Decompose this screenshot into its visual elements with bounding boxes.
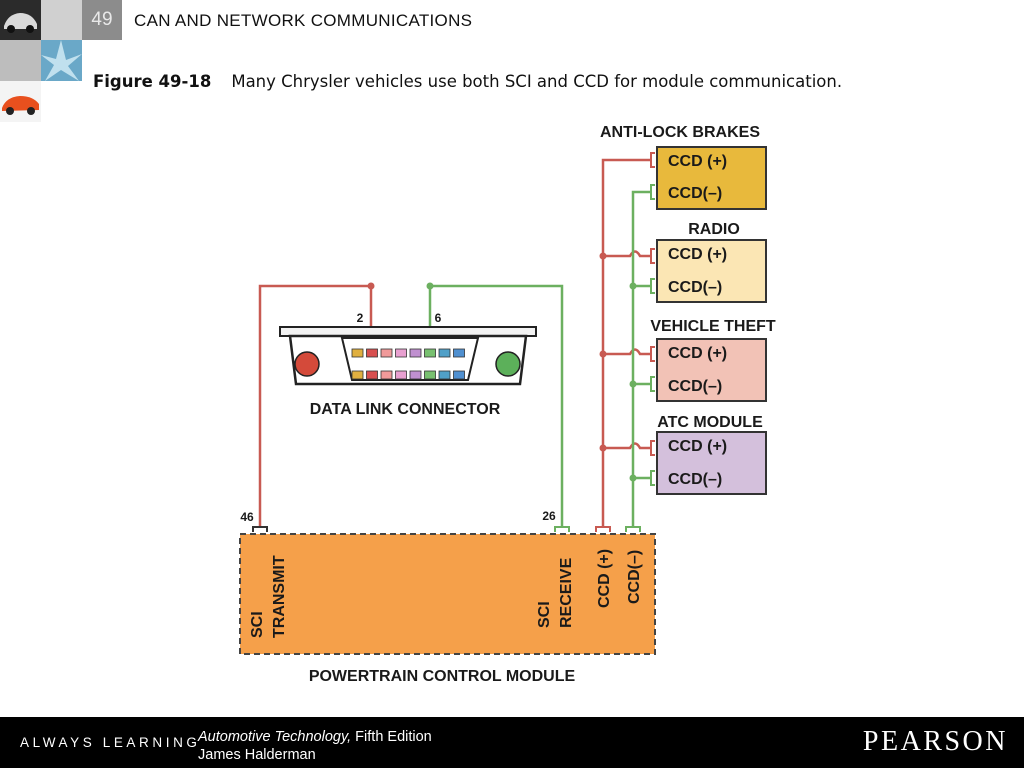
- thumbnail-tile-light: [41, 0, 82, 40]
- abs-pin-plus: CCD (+): [668, 153, 727, 170]
- module-terminals: [650, 152, 655, 456]
- always-learning-tagline: ALWAYS LEARNING: [20, 735, 201, 750]
- theft-pin-plus: CCD (+): [668, 345, 727, 362]
- data-link-connector: [279, 326, 537, 386]
- dlc-pin: [366, 370, 378, 380]
- radio-pin-minus: CCD(–): [668, 279, 722, 296]
- ccd-plus-splices: [599, 252, 607, 452]
- dlc-pin-2-label: 2: [357, 311, 364, 325]
- pcm-label: POWERTRAIN CONTROL MODULE: [309, 668, 576, 685]
- module-box-atc: [656, 431, 767, 495]
- dlc-pin: [453, 348, 465, 358]
- pcm-ccd-plus-label: CCD (+): [596, 549, 613, 608]
- module-title-theft: VEHICLE THEFT: [650, 318, 776, 335]
- module-title-radio: RADIO: [688, 221, 740, 238]
- dlc-pin: [366, 348, 378, 358]
- sci-transmit-splice: [367, 282, 375, 290]
- sci-receive-wire: [428, 284, 564, 528]
- dlc-pin: [380, 348, 393, 358]
- sci-transmit-label-line2: TRANSMIT: [271, 555, 288, 638]
- book-credit: Automotive Technology, Fifth Edition Jam…: [198, 728, 432, 764]
- sports-car-thumbnail-icon: [0, 81, 41, 122]
- figure-caption: Figure 49-18 Many Chrysler vehicles use b…: [93, 72, 842, 91]
- dlc-pin: [409, 348, 422, 358]
- chapter-thumbnails: [0, 0, 82, 122]
- pcm-terminals: [252, 526, 641, 532]
- ccd-minus-splices: [629, 282, 637, 482]
- chapter-title: CAN AND NETWORK COMMUNICATIONS: [134, 11, 473, 30]
- theft-pin-minus: CCD(–): [668, 378, 722, 395]
- sci-transmit-label-line1: SCI: [249, 611, 266, 638]
- module-title-abs: ANTI-LOCK BRAKES: [600, 124, 760, 141]
- thumbnail-tile-gray: [0, 40, 41, 81]
- pearson-logo: PEARSON: [862, 726, 1008, 757]
- dlc-pin-6-label: 6: [435, 311, 442, 325]
- dlc-pin: [438, 348, 451, 358]
- dlc-pin: [409, 370, 422, 380]
- thumbnail-tile-white: [41, 81, 82, 122]
- car-thumbnail-icon: [0, 0, 41, 40]
- radio-pin-plus: CCD (+): [668, 246, 727, 263]
- dlc-pin: [351, 370, 364, 380]
- sci-transmit-wire: [258, 284, 373, 528]
- wiring-diagram: ANTI-LOCK BRAKES RADIO VEHICLE THEFT ATC…: [239, 124, 776, 685]
- atc-pin-minus: CCD(–): [668, 471, 722, 488]
- figure-caption-text: Many Chrysler vehicles use both SCI and …: [231, 72, 843, 91]
- dlc-pin: [380, 370, 393, 380]
- sci-receive-splice: [426, 282, 434, 290]
- ccd-plus-bus-wire: [601, 158, 651, 528]
- dlc-pins: [351, 348, 465, 380]
- figure-label: Figure 49-18: [93, 72, 212, 91]
- dlc-pin: [395, 348, 407, 358]
- module-box-radio: [656, 239, 767, 303]
- atc-pin-plus: CCD (+): [668, 438, 727, 455]
- dlc-pin: [395, 370, 407, 380]
- sci-receive-label-line2: RECEIVE: [558, 557, 575, 628]
- pcm-pin-26-label: 26: [542, 509, 556, 523]
- module-title-atc: ATC MODULE: [657, 414, 763, 431]
- book-edition: Fifth Edition: [351, 729, 432, 745]
- chapter-number: 49: [82, 0, 122, 40]
- book-author: James Halderman: [198, 747, 316, 763]
- footer-bar: ALWAYS LEARNING Automotive Technology, F…: [0, 717, 1024, 768]
- dlc-pin: [424, 370, 436, 380]
- dlc-label: DATA LINK CONNECTOR: [310, 401, 501, 418]
- sci-receive-label-line1: SCI: [536, 601, 553, 628]
- crystal-thumbnail-icon: [41, 40, 82, 81]
- dlc-pin: [424, 348, 436, 358]
- module-box-abs: [656, 146, 767, 210]
- book-title: Automotive Technology,: [198, 729, 352, 745]
- abs-pin-minus: CCD(–): [668, 185, 722, 202]
- pcm-pin-46-label: 46: [240, 510, 254, 524]
- pcm-box: [239, 533, 656, 655]
- dlc-pin: [453, 370, 465, 380]
- pcm-ccd-minus-label: CCD(–): [626, 550, 643, 604]
- module-box-theft: [656, 338, 767, 402]
- dlc-pin: [438, 370, 451, 380]
- dlc-pin: [351, 348, 364, 358]
